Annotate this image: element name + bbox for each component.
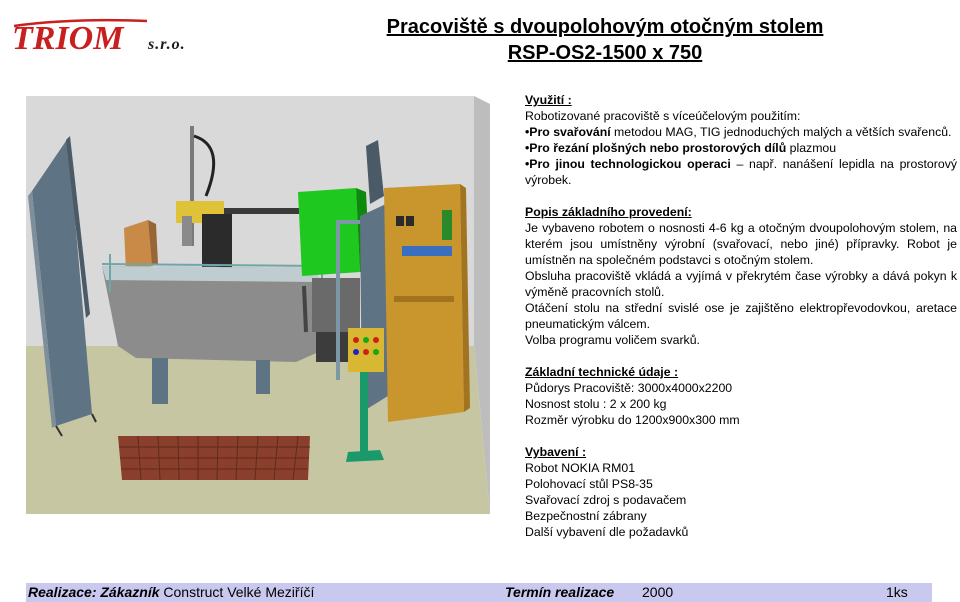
realization-label: Realizace: Zákazník <box>28 584 160 600</box>
equipment-line: Další vybavení dle požadavků <box>525 525 689 539</box>
footer-realization: Realizace: Zákazník Construct Velké Mezi… <box>28 583 314 602</box>
customer-name: Construct Velké Meziříčí <box>159 584 315 600</box>
tech-line: Půdorys Pracoviště: 3000x4000x2200 <box>525 381 733 395</box>
usage-item-text: – např. nanášení lepidla na prostorový v… <box>525 157 957 187</box>
logo-suffix: s.r.o. <box>147 36 186 53</box>
page-title: Pracoviště s dvoupolohovým otočným stole… <box>386 16 824 38</box>
tech-line: Nosnost stolu : 2 x 200 kg <box>525 397 667 411</box>
tech-line: Rozměr výrobku do 1200x900x300 mm <box>525 413 740 427</box>
description-panel: Využití : Robotizované pracoviště s více… <box>525 92 957 540</box>
equipment-heading: Vybavení : <box>525 445 587 459</box>
usage-item-bold: •Pro jinou technologickou operaci <box>525 157 731 171</box>
description-paragraph: Otáčení stolu na střední svislé ose je z… <box>525 301 957 331</box>
usage-item-text: plazmou <box>786 141 837 155</box>
equipment-line: Svařovací zdroj s podavačem <box>525 493 687 507</box>
usage-heading: Využití : <box>525 93 572 107</box>
footer-band: Realizace: Zákazník Construct Velké Mezi… <box>26 583 932 602</box>
description-paragraph: Volba programu voličem svarků. <box>525 333 700 347</box>
usage-item-bold: •Pro svařování <box>525 125 611 139</box>
company-logo: TRIOM s.r.o. <box>12 16 202 57</box>
page-subtitle-model: RSP-OS2-1500 x 750 <box>507 42 703 64</box>
tech-heading: Základní technické údaje : <box>525 365 679 379</box>
workplace-illustration <box>26 96 490 514</box>
usage-item: •Pro jinou technologickou operaci – např… <box>525 156 957 188</box>
usage-intro: Robotizované pracoviště s víceúčelovým p… <box>525 109 801 123</box>
term-label: Termín realizace <box>505 584 615 600</box>
usage-item: •Pro svařování metodou MAG, TIG jednoduc… <box>525 124 957 140</box>
description-paragraph: Obsluha pracoviště vkládá a vyjímá v pře… <box>525 269 957 299</box>
quantity: 1ks <box>886 584 908 600</box>
logo-brand: TRIOM <box>12 20 125 56</box>
usage-item: •Pro řezání plošných nebo prostorových d… <box>525 140 957 156</box>
equipment-line: Robot NOKIA RM01 <box>525 461 636 475</box>
usage-item-text: metodou MAG, TIG jednoduchých malých a v… <box>610 125 952 139</box>
term-year: 2000 <box>642 584 674 600</box>
equipment-line: Polohovací stůl PS8-35 <box>525 477 653 491</box>
description-paragraph: Je vybaveno robotem o nosnosti 4-6 kg a … <box>525 221 957 267</box>
equipment-line: Bezpečnostní zábrany <box>525 509 647 523</box>
description-heading: Popis základního provedení: <box>525 205 692 219</box>
usage-item-bold: •Pro řezání plošných nebo prostorových d… <box>525 141 787 155</box>
